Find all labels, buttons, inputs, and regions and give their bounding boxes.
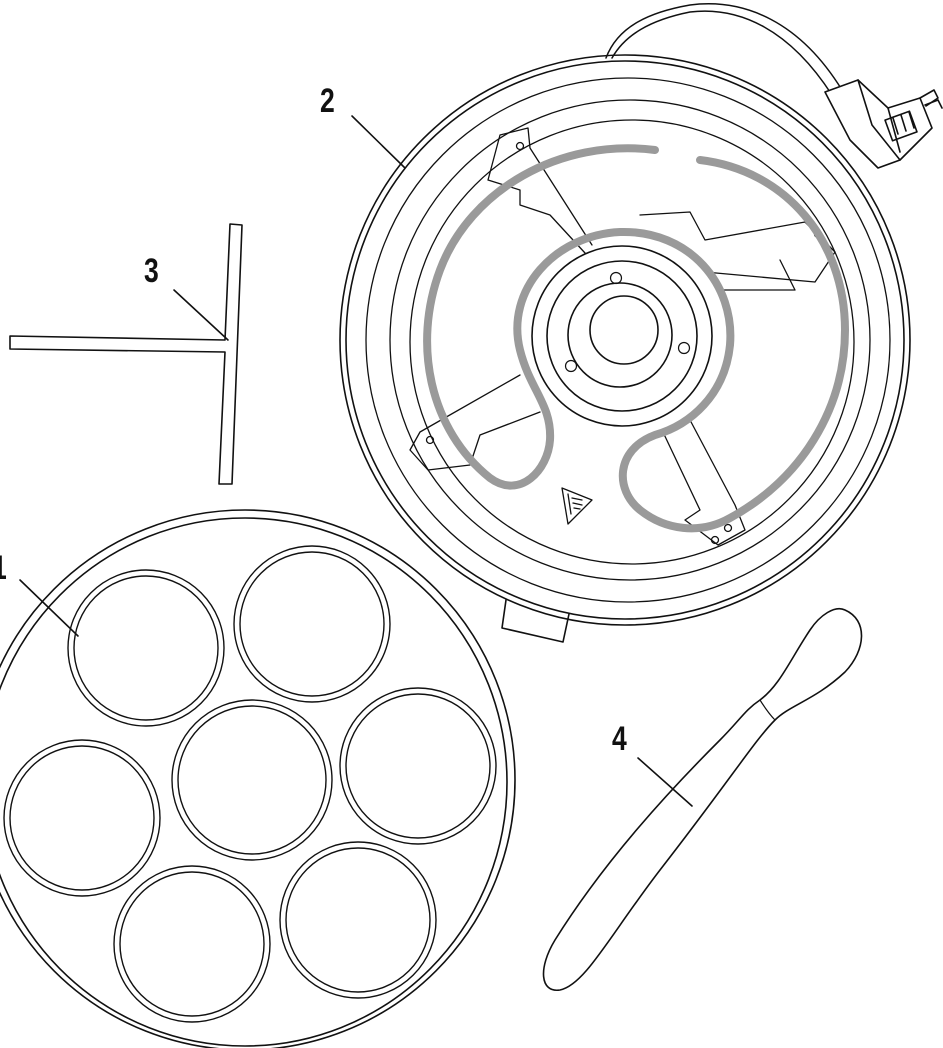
pan-plate-rim	[0, 509, 516, 1048]
spatula	[542, 608, 863, 991]
pan-plate	[0, 509, 516, 1048]
callout-3-leader	[173, 289, 229, 341]
base-front-tab	[501, 599, 570, 643]
hot-surface-warning-icon	[561, 487, 593, 525]
callout-2-leader	[351, 115, 406, 169]
mounting-brackets	[409, 127, 836, 546]
callout-label-3: 3	[144, 252, 159, 290]
heating-element	[423, 144, 849, 533]
pan-wells	[3, 545, 497, 1023]
callout-label-2: 2	[320, 82, 335, 120]
callout-1-leader	[19, 579, 79, 637]
callout-label-1: 1	[0, 551, 7, 585]
central-hub	[531, 245, 713, 427]
power-cord	[605, 3, 843, 96]
power-plug-icon	[824, 79, 943, 169]
base-outer-rim	[339, 54, 911, 626]
t-shaped-tool	[9, 223, 243, 485]
callout-4-leader	[637, 757, 693, 807]
heating-base-unit	[339, 3, 943, 643]
callout-label-4: 4	[612, 720, 627, 758]
